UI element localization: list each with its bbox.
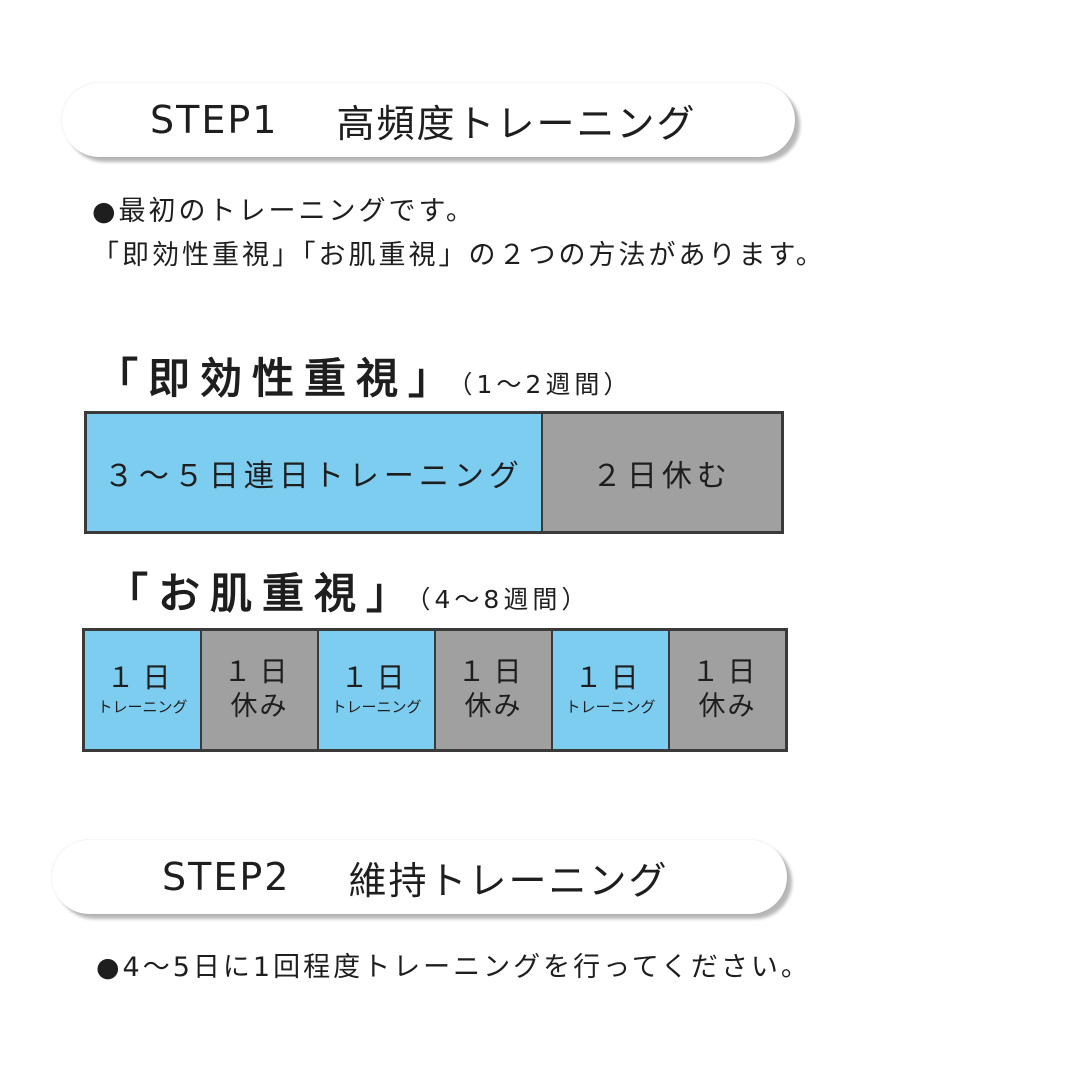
plan2-cell-day: １日: [223, 655, 296, 688]
intro-line-2: 「即効性重視」「お肌重視」の２つの方法があります。: [92, 240, 826, 271]
plan2-cell-rest: １日 休み: [434, 631, 551, 749]
plan2-cell-label: トレーニング: [565, 698, 656, 716]
plan2-cell-day: １日: [574, 661, 647, 694]
plan2-cell-label: トレーニング: [331, 698, 422, 716]
intro-line-1: ●最初のトレーニングです。: [92, 196, 476, 227]
step1-label: STEP1: [150, 98, 279, 142]
plan1-training-segment: ３～５日連日トレーニング: [87, 414, 541, 531]
plan2-cell-day: １日: [340, 661, 413, 694]
step2-label: STEP2: [162, 855, 291, 899]
plan2-cell-label: トレーニング: [97, 698, 188, 716]
plan2-cell-training: １日 トレーニング: [317, 631, 434, 749]
step1-banner: STEP1 高頻度トレーニング: [62, 83, 795, 157]
plan2-title: 「お肌重視」: [106, 569, 419, 618]
plan2-cell-day: １日: [691, 655, 764, 688]
plan2-cell-training: １日 トレーニング: [551, 631, 668, 749]
plan1-title: 「即効性重視」: [96, 354, 461, 403]
plan2-cell-training: １日 トレーニング: [85, 631, 200, 749]
plan2-cell-label: 休み: [464, 691, 523, 722]
plan1-period: （1～2週間）: [460, 370, 633, 399]
plan2-cell-rest: １日 休み: [668, 631, 785, 749]
plan2-cell-day: １日: [457, 655, 530, 688]
step2-description: ●4～5日に1回程度トレーニングを行ってください。: [96, 952, 811, 983]
plan1-schedule-bar: ３～５日連日トレーニング ２日休む: [84, 411, 784, 534]
plan2-cell-label: 休み: [230, 691, 289, 722]
plan2-heading: 「お肌重視」（4～8週間）: [106, 560, 590, 621]
plan2-cell-rest: １日 休み: [200, 631, 317, 749]
plan1-heading: 「即効性重視」（1～2週間）: [96, 345, 632, 406]
plan2-cell-label: 休み: [698, 691, 757, 722]
plan2-period: （4～8週間）: [418, 585, 591, 614]
intro-text: ●最初のトレーニングです。 「即効性重視」「お肌重視」の２つの方法があります。: [92, 190, 826, 278]
plan1-rest-segment: ２日休む: [540, 414, 781, 531]
plan2-cell-day: １日: [106, 661, 179, 694]
step2-banner: STEP2 維持トレーニング: [52, 840, 787, 914]
step1-title: 高頻度トレーニング: [336, 101, 697, 146]
step2-title: 維持トレーニング: [348, 858, 669, 903]
plan2-schedule-bar: １日 トレーニング １日 休み １日 トレーニング １日 休み １日 トレーニン…: [82, 628, 788, 752]
